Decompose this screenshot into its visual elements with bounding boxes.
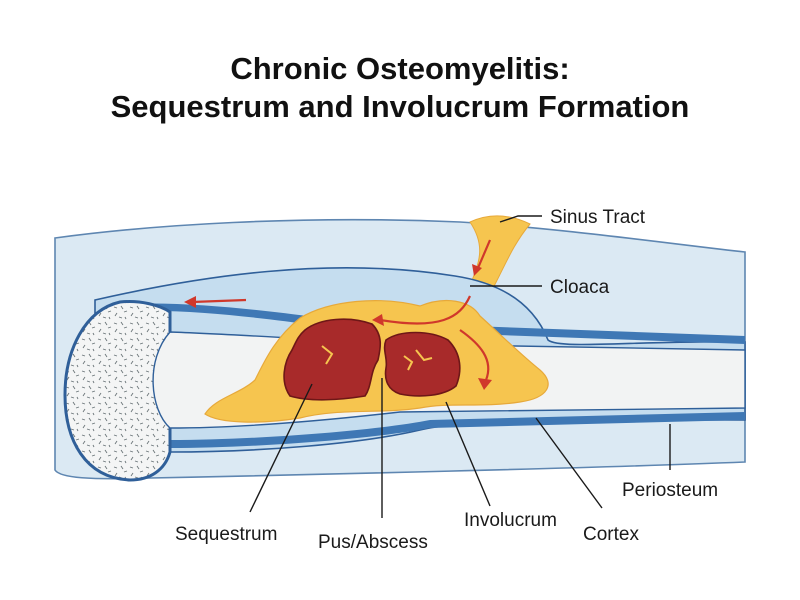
sinus-tract-channel	[467, 215, 531, 291]
arrowhead-sinus	[472, 264, 482, 276]
label-sinus-tract: Sinus Tract	[550, 207, 646, 228]
arrow-cloaca-path	[379, 295, 472, 325]
arrow-sinus-to-skin	[476, 239, 492, 269]
arrowhead-subperiosteal	[184, 296, 196, 308]
label-pus-abscess: Pus/Abscess	[318, 532, 428, 553]
leader-involucrum	[445, 401, 491, 507]
label-cloaca: Cloaca	[550, 277, 610, 298]
arrow-pus-spread	[459, 329, 490, 381]
arrow-subperiosteal	[191, 298, 247, 304]
sequestrum-fragment-left	[283, 318, 382, 401]
periosteum-band	[110, 303, 745, 344]
diagram-title-line-1: Chronic Osteomyelitis:	[230, 51, 570, 86]
arrowhead-cloaca	[372, 314, 384, 326]
label-cortex: Cortex	[583, 524, 639, 545]
diagram-title-line-2: Sequestrum and Involucrum Formation	[110, 89, 690, 124]
leader-lines	[249, 215, 671, 518]
bone-epiphysis	[63, 300, 172, 482]
drainage-arrows	[184, 239, 492, 390]
label-involucrum: Involucrum	[464, 510, 557, 531]
cortex-lower-band	[170, 412, 745, 448]
fracture-lines	[321, 345, 433, 371]
leader-sinus-tract	[499, 215, 542, 223]
sequestrum-fragment-right	[383, 331, 461, 397]
leader-sequestrum	[249, 383, 313, 513]
leader-cortex	[535, 417, 603, 509]
label-periosteum: Periosteum	[622, 480, 718, 501]
label-sequestrum: Sequestrum	[175, 524, 277, 545]
arrowhead-pus	[478, 378, 492, 390]
